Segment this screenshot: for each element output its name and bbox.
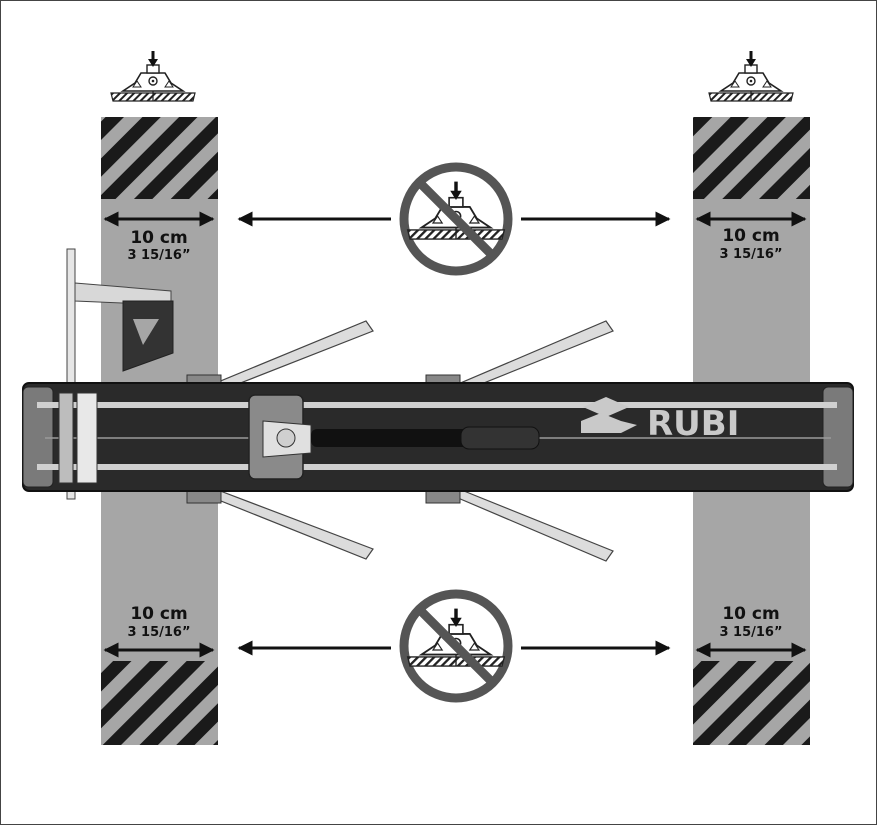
no-support-icon-top (399, 162, 513, 276)
rubi-logo-icon (583, 397, 629, 417)
dim-label-top-left-cm: 10 cm (130, 228, 187, 248)
cutter-arms (186, 320, 614, 562)
dim-label-top-right-in: 3 15/16” (719, 247, 782, 262)
no-support-icon-bottom (399, 589, 513, 703)
rubi-logo: RUBI (581, 397, 739, 444)
dim-label-bottom-left-in: 3 15/16” (127, 625, 190, 640)
dim-label-bottom-right-in: 3 15/16” (719, 625, 782, 640)
dim-label-top-left-in: 3 15/16” (127, 248, 190, 263)
support-foot-icon-right (707, 49, 795, 103)
hazard-stripes-bottom-left (101, 661, 218, 745)
dim-label-bottom-right-cm: 10 cm (722, 604, 779, 624)
scoring-carriage (248, 394, 540, 480)
dim-label-bottom-left-cm: 10 cm (130, 604, 187, 624)
rubi-logo-text: RUBI (647, 404, 739, 444)
dim-label-top-right-cm: 10 cm (722, 226, 779, 246)
hazard-stripes-top-left (101, 117, 218, 199)
hazard-stripes-bottom-right (693, 661, 810, 745)
support-foot-icon-left (109, 49, 197, 103)
hazard-stripes-top-right (693, 117, 810, 199)
angle-square (66, 248, 174, 500)
